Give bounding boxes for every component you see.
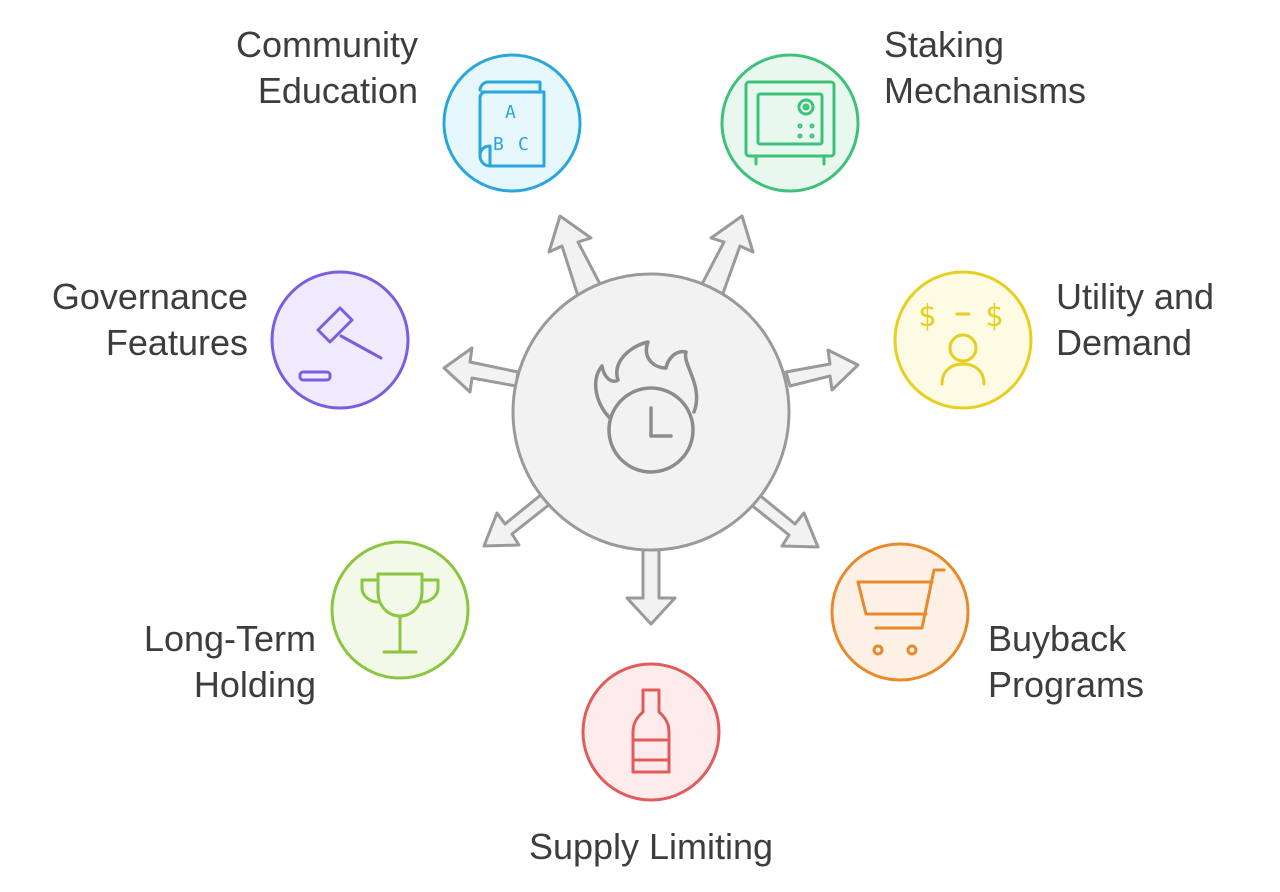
svg-text:A: A: [505, 102, 516, 123]
arrow-staking-mechanisms: [700, 214, 755, 298]
arrow-governance-features: [442, 346, 520, 394]
arrow-supply-limiting: [625, 544, 677, 626]
node-utility-and-demand: $ $: [893, 270, 1033, 410]
bottle-icon: [631, 688, 671, 774]
trophy-icon: [360, 572, 440, 654]
svg-text:B: B: [493, 134, 504, 155]
label-supply-limiting: Supply Limiting: [528, 826, 774, 867]
node-buyback-programs: [830, 542, 970, 682]
node-community-education: A B C: [442, 53, 582, 193]
arrow-long-term-holding: [482, 492, 552, 548]
svg-text:$: $: [985, 299, 1003, 334]
node-staking-mechanisms: [720, 53, 860, 193]
label-community-education: Community Education: [235, 24, 418, 111]
label-governance-features: Governance Features: [51, 276, 248, 363]
node-governance-features: [270, 270, 410, 410]
arrow-utility-and-demand: [784, 348, 860, 392]
arrow-buyback-programs: [748, 492, 820, 549]
label-staking-mechanisms: Staking Mechanisms: [884, 24, 1087, 111]
node-long-term-holding: [330, 540, 470, 680]
svg-text:$: $: [918, 299, 936, 334]
svg-text:C: C: [518, 134, 529, 155]
arrow-community-education: [547, 214, 602, 298]
label-long-term-holding: Long-Term Holding: [143, 618, 316, 705]
label-buyback-programs: Buyback Programs: [988, 618, 1145, 705]
money-person-icon: [940, 312, 986, 386]
safe-icon: [744, 80, 836, 166]
gavel-icon: [298, 306, 383, 382]
fire-clock-icon: [593, 340, 699, 474]
node-supply-limiting: [581, 662, 721, 802]
abc-book-icon: [478, 80, 546, 168]
shopping-cart-icon: [856, 568, 946, 656]
label-utility-and-demand: Utility and Demand: [1056, 276, 1215, 363]
hub: [442, 214, 860, 626]
